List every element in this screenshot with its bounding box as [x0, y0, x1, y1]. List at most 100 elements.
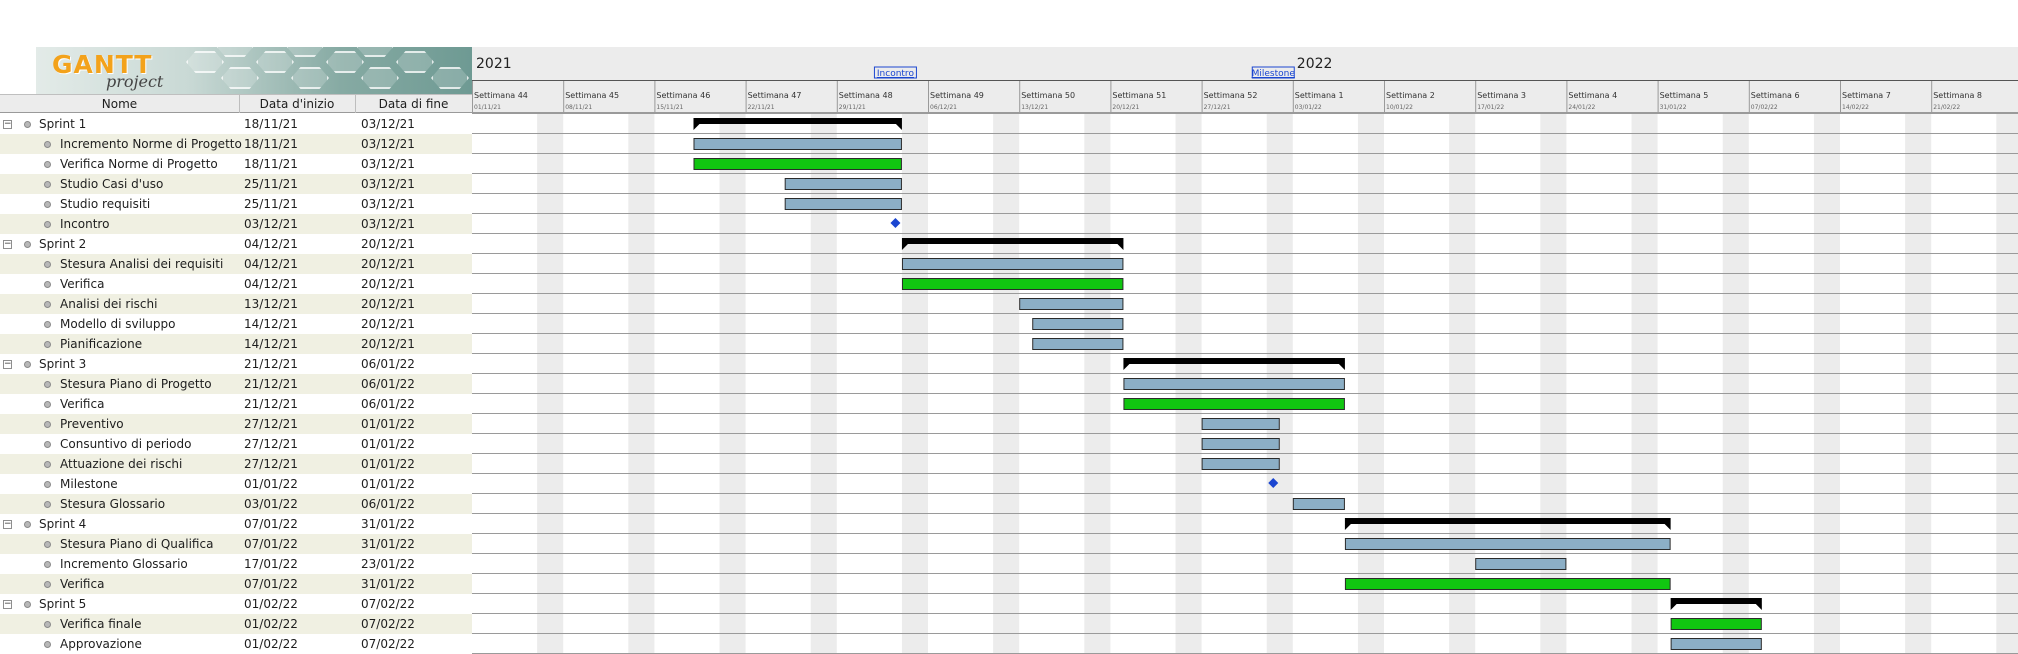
summary-bar-right-cap [1664, 524, 1671, 530]
task-name: Analisi dei rischi [60, 297, 158, 311]
task-bar[interactable] [1201, 458, 1280, 470]
task-bar[interactable] [1670, 638, 1762, 650]
task-start-date: 07/01/22 [244, 537, 298, 551]
task-bullet-icon [24, 521, 31, 528]
task-bar[interactable] [1292, 498, 1345, 510]
collapse-toggle-icon[interactable]: − [3, 359, 12, 369]
logo-hex-shape [326, 51, 364, 73]
task-bar[interactable] [1123, 378, 1345, 390]
column-header-name[interactable]: Nome [0, 95, 240, 113]
verification-bar[interactable] [1123, 398, 1345, 410]
weekend-column [1813, 113, 1840, 654]
column-header-start[interactable]: Data d'inizio [239, 95, 356, 113]
task-end-date: 06/01/22 [361, 357, 415, 371]
summary-bar[interactable] [1670, 598, 1762, 604]
task-bar[interactable] [901, 258, 1124, 270]
task-bar[interactable] [784, 178, 902, 190]
task-end-date: 20/12/21 [361, 317, 415, 331]
task-end-date: 03/12/21 [361, 217, 415, 231]
collapse-toggle-icon[interactable]: − [3, 599, 12, 609]
task-start-date: 21/12/21 [244, 377, 298, 391]
week-label: Settimana 48 [839, 91, 893, 100]
week-label: Settimana 52 [1204, 91, 1258, 100]
verification-bar[interactable] [1670, 618, 1762, 630]
milestone-diamond[interactable] [890, 218, 901, 228]
task-bar[interactable] [1201, 418, 1280, 430]
task-name: Sprint 4 [39, 517, 87, 531]
task-name: Pianificazione [60, 337, 143, 351]
task-bullet-icon [24, 601, 31, 608]
summary-bar-right-cap [895, 124, 902, 130]
task-bar[interactable] [1019, 298, 1124, 310]
verification-bar[interactable] [901, 278, 1124, 290]
year-label: 2021 [476, 56, 512, 72]
task-bar[interactable] [1032, 318, 1124, 330]
collapse-toggle-icon[interactable]: − [3, 239, 12, 249]
week-label: Settimana 50 [1021, 91, 1075, 100]
task-end-date: 31/01/22 [361, 517, 415, 531]
task-name: Verifica Norme di Progetto [60, 157, 218, 171]
task-end-date: 03/12/21 [361, 197, 415, 211]
column-header-end[interactable]: Data di fine [378, 97, 449, 111]
task-end-date: 20/12/21 [361, 337, 415, 351]
task-start-date: 27/12/21 [244, 457, 298, 471]
verification-bar[interactable] [693, 158, 902, 170]
summary-bar[interactable] [693, 118, 902, 124]
task-name: Consuntivo di periodo [60, 437, 192, 451]
task-bar[interactable] [1475, 558, 1567, 570]
collapse-toggle-icon[interactable]: − [3, 519, 12, 529]
milestone-header-box [873, 66, 917, 79]
task-name: Studio Casi d'uso [60, 177, 164, 191]
task-bar[interactable] [1201, 438, 1280, 450]
summary-bar[interactable] [1123, 358, 1345, 364]
week-date-label: 15/11/21 [656, 104, 683, 111]
task-end-date: 01/01/22 [361, 457, 415, 471]
week-date-label: 06/12/21 [930, 104, 957, 111]
summary-bar[interactable] [901, 238, 1124, 244]
task-name: Milestone [60, 477, 118, 491]
task-bullet-icon [44, 501, 51, 508]
milestone-diamond[interactable] [1268, 478, 1279, 488]
task-bar[interactable] [784, 198, 902, 210]
week-date-label: 14/02/22 [1842, 104, 1869, 111]
collapse-toggle-icon[interactable]: − [3, 119, 12, 129]
task-bar[interactable] [1032, 338, 1124, 350]
task-bar[interactable] [1344, 538, 1671, 550]
task-bullet-icon [44, 561, 51, 568]
task-name: Verifica [60, 577, 105, 591]
verification-bar[interactable] [1344, 578, 1671, 590]
task-bar[interactable] [693, 138, 902, 150]
summary-bar[interactable] [1344, 518, 1671, 524]
task-end-date: 01/01/22 [361, 437, 415, 451]
task-end-date: 07/02/22 [361, 597, 415, 611]
